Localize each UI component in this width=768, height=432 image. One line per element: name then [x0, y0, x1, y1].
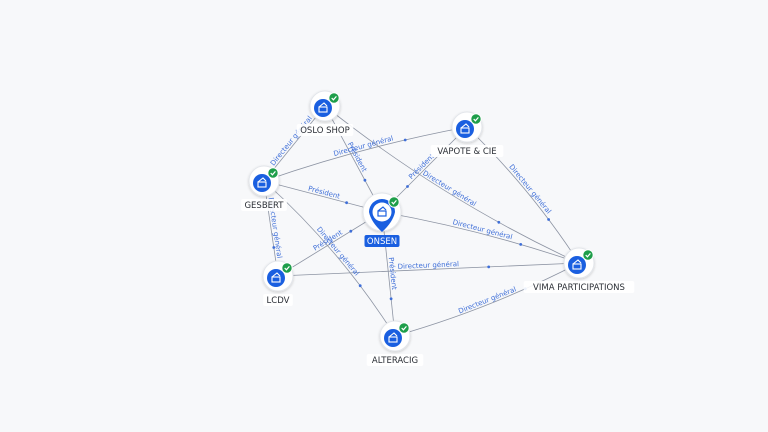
- node-label-bg: [263, 294, 293, 306]
- edge-arrow-gesbert-onsen: [345, 201, 348, 205]
- edge-arrow-onsen-vima: [519, 243, 523, 246]
- node-label-bg: [241, 199, 287, 211]
- edges-layer: [263, 105, 580, 337]
- company-icon: [460, 123, 470, 134]
- verified-check-icon: [328, 92, 340, 104]
- node-label: ALTERACIG: [372, 356, 418, 366]
- node-badge: [314, 99, 332, 117]
- edge-arrow-vapote-vima: [547, 218, 550, 221]
- verified-check-icon: [582, 249, 594, 261]
- node-vapote[interactable]: VAPOTE & CIE: [430, 111, 504, 157]
- edge-oslo-vima: [324, 105, 580, 264]
- edge-label-vapote-vima: Directeur général: [507, 163, 552, 216]
- edge-gesbert-alteracig: [263, 180, 396, 337]
- edge-label-onsen-alteracig: Président: [387, 257, 398, 291]
- node-oslo[interactable]: OSLO SHOP: [296, 90, 354, 136]
- node-label: GESBERT: [244, 201, 284, 211]
- node-badge: [568, 256, 586, 274]
- node-gesbert[interactable]: GESBERT: [241, 165, 287, 211]
- edge-arrow-lcdv-vima: [487, 265, 491, 269]
- edge-label-lcdv-vima: Directeur général: [397, 260, 459, 271]
- edge-onsen-vima: [381, 211, 580, 264]
- node-label-bg: [296, 124, 354, 136]
- edge-gesbert-vapote: [263, 126, 468, 182]
- edge-label-alteracig-vima: Directeur général: [457, 285, 517, 315]
- node-label-bg: [523, 281, 635, 293]
- node-label-bg: [364, 235, 400, 247]
- edge-arrow-oslo-onsen: [363, 178, 367, 182]
- node-badge: [384, 329, 402, 347]
- company-icon: [572, 259, 582, 270]
- nodes-layer: OSLO SHOP VAPOTE & CIE GESBERT ONSEN LCDV VIM…: [241, 90, 635, 366]
- node-label-bg: [430, 145, 504, 157]
- node-badge: [267, 269, 285, 287]
- edge-arrow-gesbert-vapote: [403, 138, 407, 142]
- node-label-bg: [366, 354, 424, 366]
- node-onsen[interactable]: ONSEN: [362, 192, 402, 247]
- node-badge: [253, 174, 271, 192]
- node-label: VIMA PARTICIPATIONS: [533, 283, 625, 293]
- edge-label-onsen-vima: Directeur général: [452, 218, 514, 241]
- edge-arrow-onsen-alteracig: [389, 297, 393, 301]
- verified-check-icon: [398, 322, 410, 334]
- company-icon: [257, 177, 267, 188]
- node-vima[interactable]: VIMA PARTICIPATIONS: [523, 247, 635, 293]
- node-label: VAPOTE & CIE: [437, 147, 496, 157]
- node-label: ONSEN: [367, 237, 397, 247]
- edge-arrow-vapote-onsen: [406, 185, 409, 188]
- node-badge: [456, 120, 474, 138]
- edge-alteracig-vima: [394, 262, 580, 337]
- company-icon: [377, 206, 387, 217]
- verified-check-icon: [267, 167, 279, 179]
- verified-check-icon: [388, 196, 400, 208]
- edge-label-gesbert-oslo: Directeur général: [269, 115, 314, 168]
- pin-inner: [372, 202, 392, 222]
- verified-check-icon: [281, 262, 293, 274]
- edge-arrow-gesbert-alteracig: [358, 284, 362, 288]
- edge-vapote-vima: [466, 126, 580, 264]
- verified-check-icon: [470, 113, 482, 125]
- edge-label-gesbert-onsen: Président: [307, 185, 341, 201]
- company-icon: [388, 332, 398, 343]
- company-icon: [271, 272, 281, 283]
- edge-label-oslo-vima: Directeur général: [421, 169, 477, 208]
- node-label: LCDV: [267, 296, 290, 306]
- edge-arrow-oslo-vima: [497, 220, 501, 224]
- node-lcdv[interactable]: LCDV: [262, 260, 294, 306]
- edge-lcdv-vima: [277, 262, 580, 277]
- node-label: OSLO SHOP: [300, 126, 350, 136]
- company-icon: [318, 102, 328, 113]
- node-alteracig[interactable]: ALTERACIG: [366, 320, 424, 366]
- edge-arrow-gesbert-lcdv: [272, 246, 276, 249]
- edge-arrow-lcdv-onsen: [349, 229, 353, 233]
